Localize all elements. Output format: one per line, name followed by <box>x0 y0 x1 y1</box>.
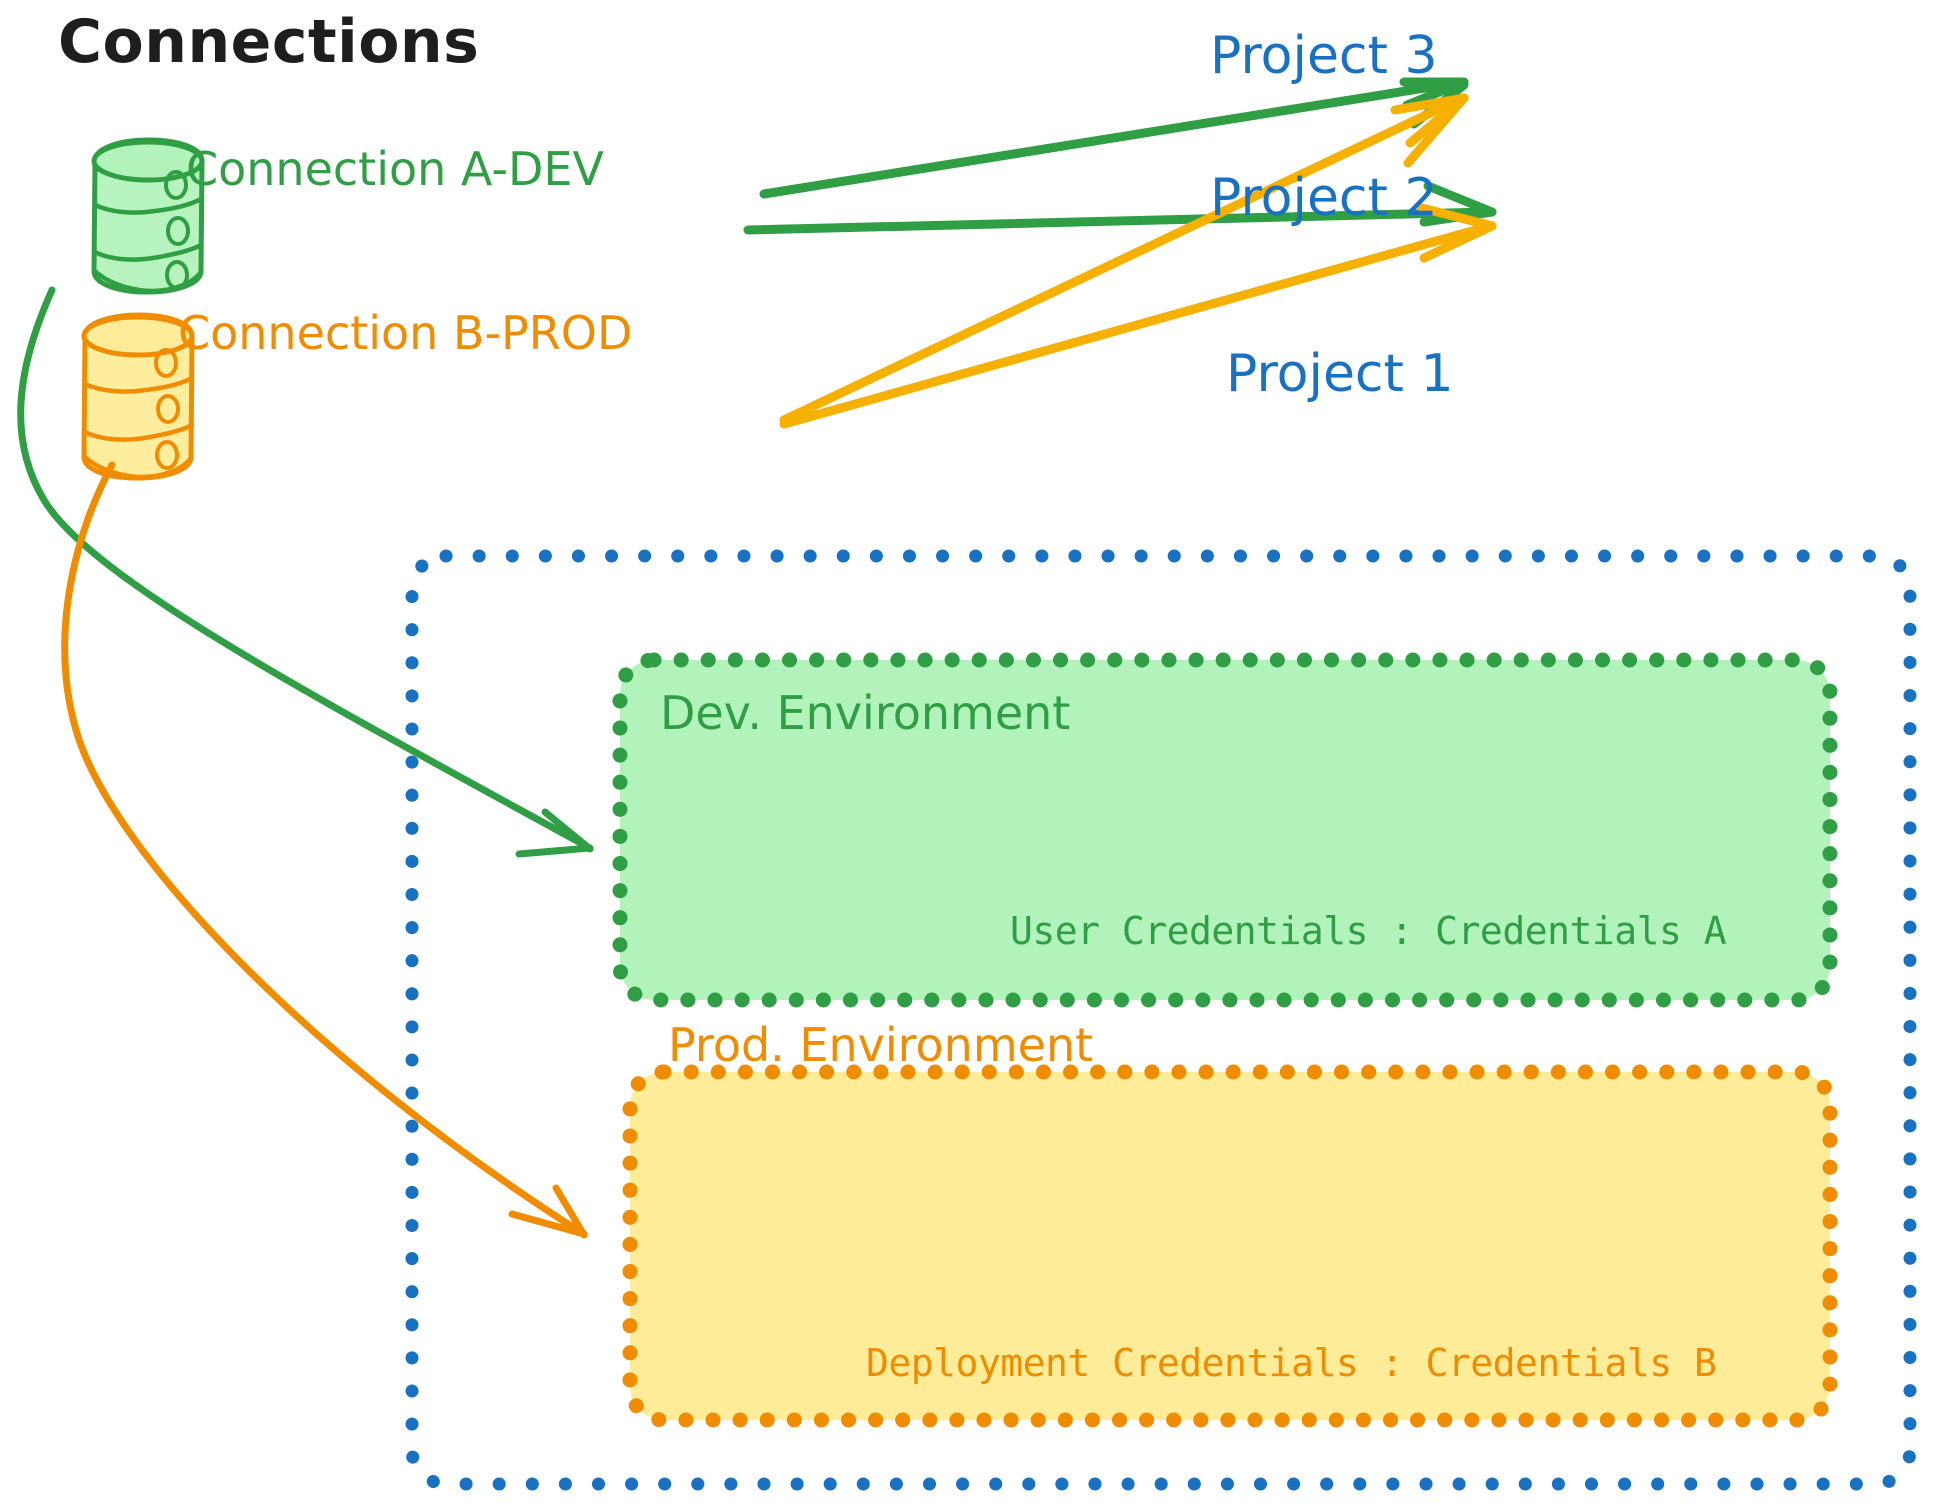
database-cylinder-icon-orange <box>81 312 195 481</box>
project-1-container-border <box>405 549 1917 1491</box>
project-2-label[interactable]: Project 2 <box>1210 168 1438 228</box>
project-3-label[interactable]: Project 3 <box>1210 26 1438 86</box>
dev-environment-box <box>612 652 1838 1008</box>
dev-environment-credentials: User Credentials : Credentials A <box>1010 909 1727 953</box>
arrow-conn-b-to-project-3 <box>779 93 1469 425</box>
prod-environment-title: Prod. Environment <box>668 1018 1094 1072</box>
database-cylinder-icon-green <box>91 137 205 295</box>
prod-environment-credentials: Deployment Credentials : Credentials B <box>866 1341 1717 1385</box>
arrow-conn-b-to-project-2 <box>779 203 1497 429</box>
dev-environment-title: Dev. Environment <box>660 686 1071 740</box>
page-title: Connections <box>58 7 480 77</box>
arrow-conn-b-to-prod-environment <box>61 461 588 1239</box>
connection-b-prod-label[interactable]: Connection B-PROD <box>178 306 633 360</box>
prod-environment-box <box>622 1064 1838 1428</box>
project-1-label[interactable]: Project 1 <box>1226 344 1454 404</box>
connection-a-dev-label[interactable]: Connection A-DEV <box>186 142 604 196</box>
